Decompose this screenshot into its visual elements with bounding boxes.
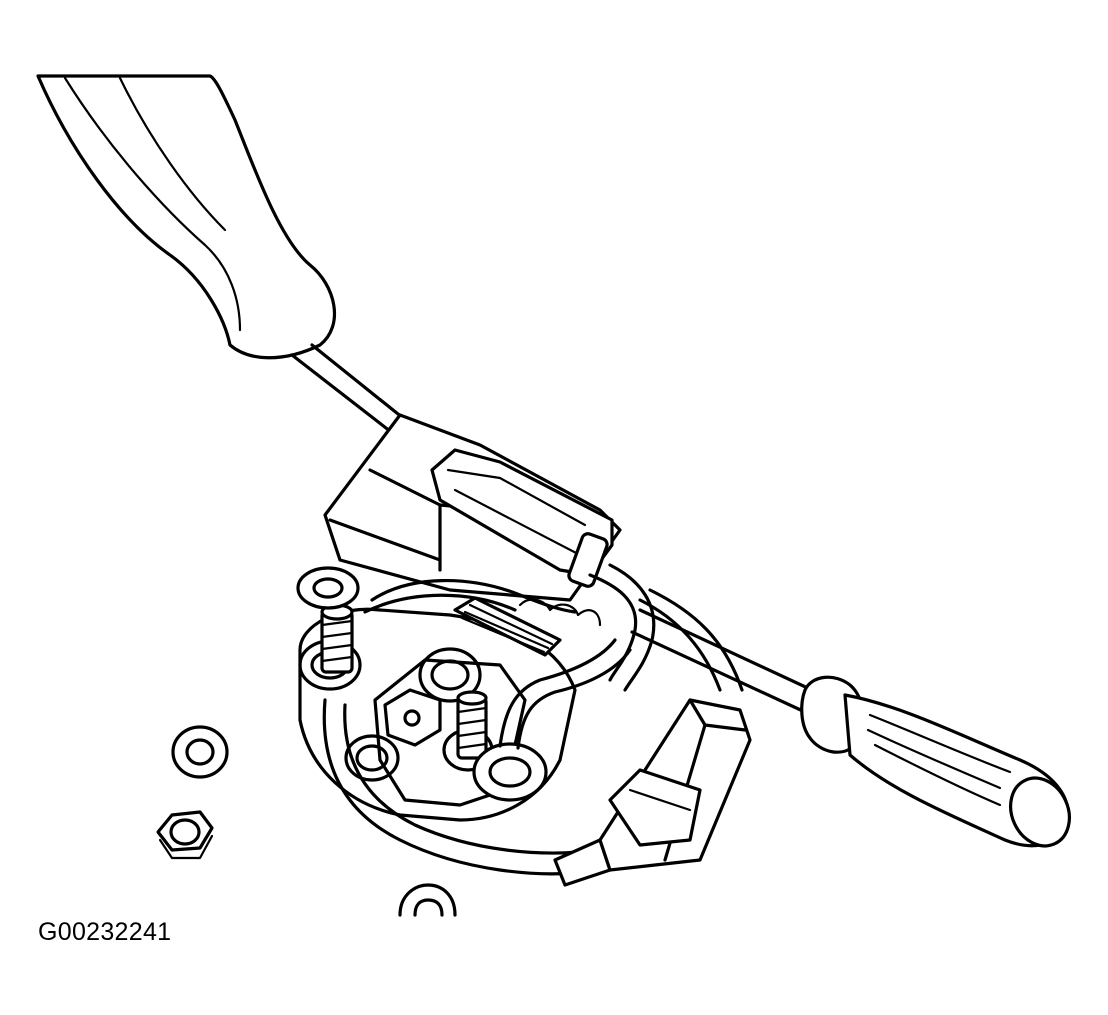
lower-screwdriver bbox=[632, 610, 1080, 856]
connector-block bbox=[325, 415, 620, 655]
side-connector bbox=[555, 590, 750, 885]
upper-screwdriver-handle bbox=[38, 76, 334, 358]
ribbed-clip bbox=[455, 598, 560, 655]
lower-screwdriver-shaft bbox=[640, 610, 812, 690]
mounting-holes bbox=[300, 641, 492, 780]
figure-code: G00232241 bbox=[38, 918, 172, 946]
stud-left bbox=[322, 605, 352, 672]
studs bbox=[322, 605, 486, 758]
connector-latch bbox=[432, 450, 612, 588]
upper-screwdriver-shaft bbox=[292, 355, 395, 435]
washer-bottom bbox=[400, 885, 455, 915]
hex-nut bbox=[158, 812, 212, 858]
washer-left bbox=[173, 727, 227, 777]
stud-center bbox=[458, 692, 486, 758]
wire-harness bbox=[298, 565, 654, 874]
ring-terminal-center bbox=[474, 744, 546, 800]
upper-screwdriver bbox=[38, 76, 408, 435]
loose-parts bbox=[158, 727, 455, 915]
ring-terminal-left bbox=[298, 568, 358, 608]
